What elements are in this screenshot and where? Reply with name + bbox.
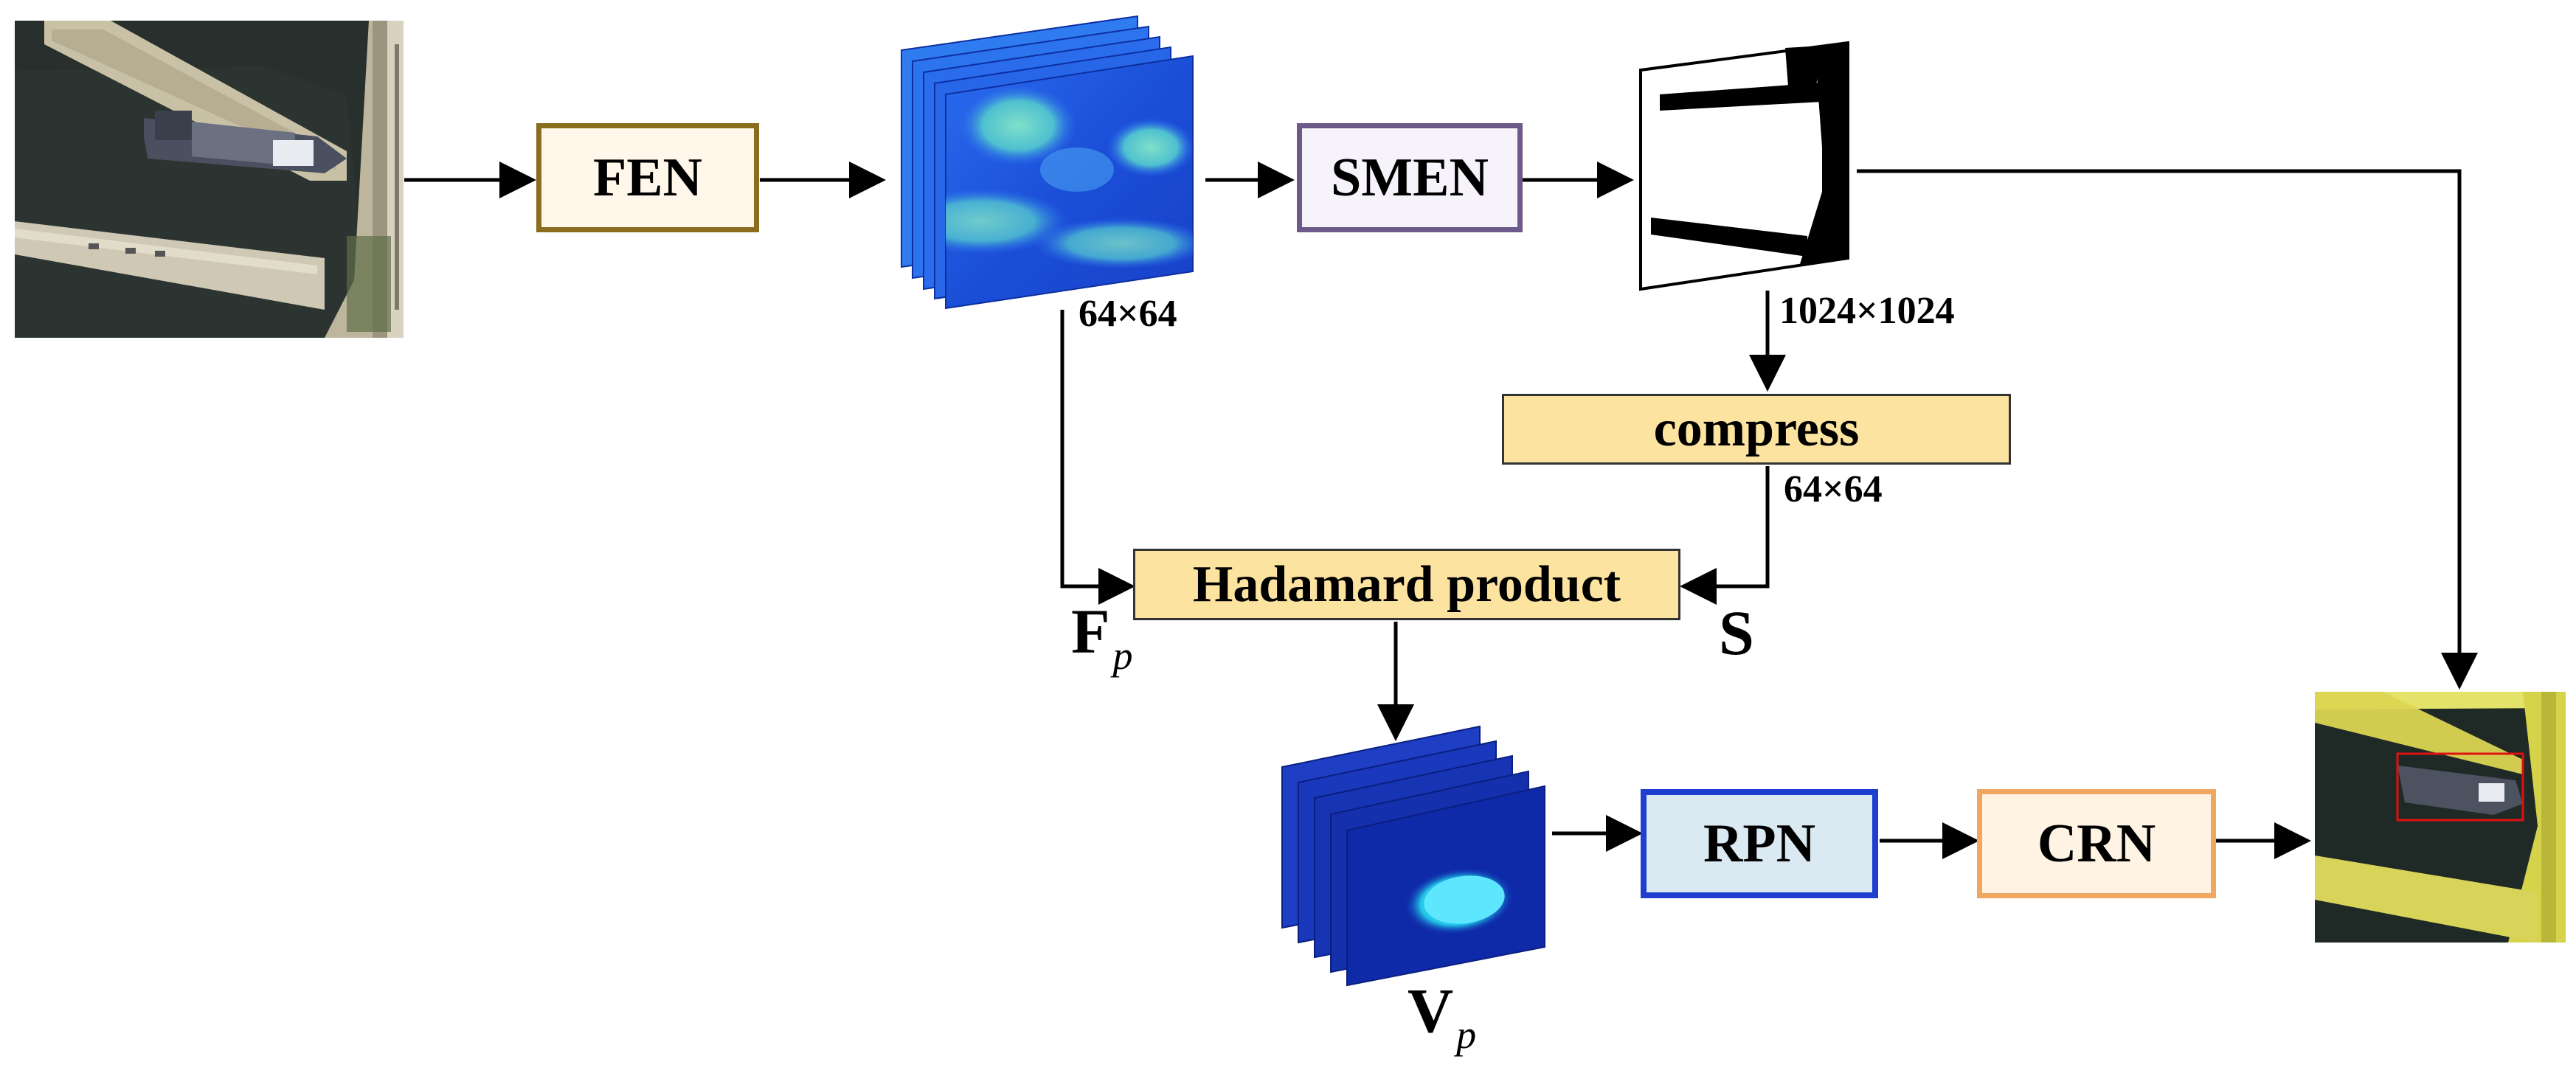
vp-symbol-sub: p — [1456, 1013, 1477, 1057]
feature-size-label: 64×64 — [1078, 293, 1177, 335]
fp-symbol-sub: p — [1112, 634, 1133, 678]
arrow-compress-to-hadamard — [1680, 466, 1770, 605]
hadamard-product-box: Hadamard product — [1133, 549, 1680, 620]
vp-symbol-main: V — [1408, 975, 1454, 1046]
fp-symbol: Fp — [1071, 594, 1133, 678]
vp-symbol: Vp — [1408, 973, 1476, 1057]
crn-box: CRN — [1977, 789, 2216, 898]
arrow-mask-to-output — [1857, 169, 2478, 690]
mask-size-label: 1024×1024 — [1779, 290, 1955, 332]
compress-box: compress — [1502, 394, 2011, 465]
vp-feature-stack — [1281, 725, 1545, 987]
sea-land-mask — [1639, 41, 1849, 291]
compressed-size-label: 64×64 — [1784, 468, 1883, 510]
input-satellite-image — [15, 21, 404, 338]
arrow-features-to-hadamard — [1060, 310, 1135, 605]
s-symbol: S — [1719, 597, 1754, 668]
feature-map-stack — [901, 15, 1194, 310]
smen-box: SMEN — [1297, 123, 1523, 232]
connectors — [404, 162, 2478, 859]
fp-symbol-main: F — [1071, 596, 1110, 667]
rpn-box: RPN — [1641, 789, 1878, 898]
output-detection-image — [2315, 692, 2566, 943]
fen-box: FEN — [536, 123, 759, 232]
